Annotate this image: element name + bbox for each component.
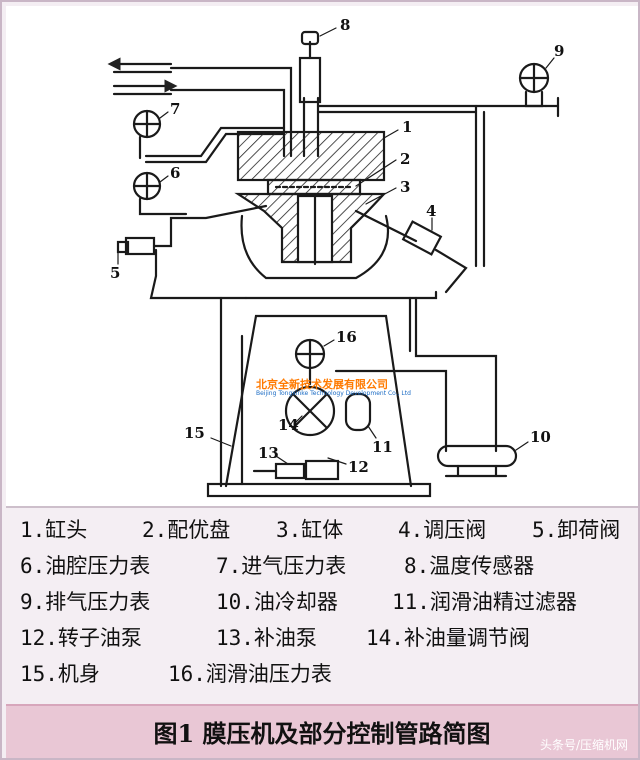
watermark-company: 北京全新技术发展有限公司 (256, 378, 388, 391)
callout-4: 4 (426, 202, 436, 220)
callout-16: 16 (336, 328, 357, 346)
callout-1: 1 (402, 118, 412, 136)
legend-item-1: 1.缸头 (20, 518, 88, 542)
legend-item-13: 13.补油泵 (216, 626, 317, 650)
legend-item-9: 9.排气压力表 (20, 590, 151, 614)
flow-arrows (107, 57, 178, 96)
pressure-regulating-valve (354, 209, 468, 294)
legend-item-5: 5.卸荷阀 (532, 518, 621, 542)
makeup-pump (252, 462, 306, 480)
legend-item-12: 12.转子油泵 (20, 626, 142, 650)
lube-filter (344, 392, 372, 432)
callout-10: 10 (530, 428, 551, 446)
legend-item-8: 8.温度传感器 (404, 554, 535, 578)
distribution-plate (266, 178, 362, 196)
source-credit: 头条号/压缩机网 (539, 738, 628, 752)
callout-12: 12 (348, 458, 369, 476)
cylinder-body (234, 192, 387, 266)
oil-cooler (436, 444, 518, 478)
watermark-english: Beijing Tongxinke Technology Development… (256, 390, 411, 397)
callout-2: 2 (400, 150, 410, 168)
oil-lines (219, 290, 498, 488)
leader-lines (117, 27, 555, 465)
callout-9: 9 (554, 42, 564, 60)
legend-item-2: 2.配优盘 (142, 518, 231, 542)
compressor-diagram: 1 2 3 4 5 6 7 8 9 10 11 12 13 14 15 16 (107, 16, 564, 498)
cylinder-dome (240, 214, 390, 280)
lube-oil-pressure-gauge (294, 338, 326, 386)
cylinder-head (236, 130, 386, 182)
callout-14: 14 (278, 416, 299, 434)
legend-item-11: 11.润滑油精过滤器 (392, 590, 577, 614)
figure-caption: 图1 膜压机及部分控制管路简图 (153, 719, 491, 748)
suction-pressure-gauge (132, 109, 162, 160)
callout-numbers: 1 2 3 4 5 6 7 8 9 10 11 12 13 14 15 16 (110, 16, 564, 476)
legend-item-4: 4.调压阀 (398, 518, 487, 542)
unloading-valve (116, 204, 268, 300)
callout-11: 11 (372, 438, 393, 456)
temperature-sensor (298, 30, 322, 104)
legend-item-7: 7.进气压力表 (216, 554, 347, 578)
callout-6: 6 (170, 164, 180, 182)
parts-legend: 1.缸头 2.配优盘 3.缸体 4.调压阀 5.卸荷阀 6.油腔压力表 7.进气… (20, 514, 630, 694)
legend-item-15: 15.机身 (20, 662, 100, 686)
legend-item-3: 3.缸体 (276, 518, 344, 542)
caption-bar: 图1 膜压机及部分控制管路简图 头条号/压缩机网 (6, 704, 638, 758)
machine-body (206, 314, 432, 498)
diagram-area: 1 2 3 4 5 6 7 8 9 10 11 12 13 14 15 16 北… (6, 6, 638, 508)
legend-item-10: 10.油冷却器 (216, 590, 338, 614)
oil-chamber-pressure-gauge (132, 171, 188, 216)
legend-item-14: 14.补油量调节阀 (366, 626, 530, 650)
discharge-pressure-gauge (518, 62, 560, 118)
callout-8: 8 (340, 16, 350, 34)
rotor-pump (304, 459, 340, 481)
callout-7: 7 (170, 100, 180, 118)
callout-3: 3 (400, 178, 410, 196)
legend-item-6: 6.油腔压力表 (20, 554, 151, 578)
callout-13: 13 (258, 444, 279, 462)
callout-5: 5 (110, 264, 120, 282)
callout-15: 15 (184, 424, 205, 442)
makeup-valve (284, 385, 336, 437)
legend-item-16: 16.润滑油压力表 (168, 662, 332, 686)
